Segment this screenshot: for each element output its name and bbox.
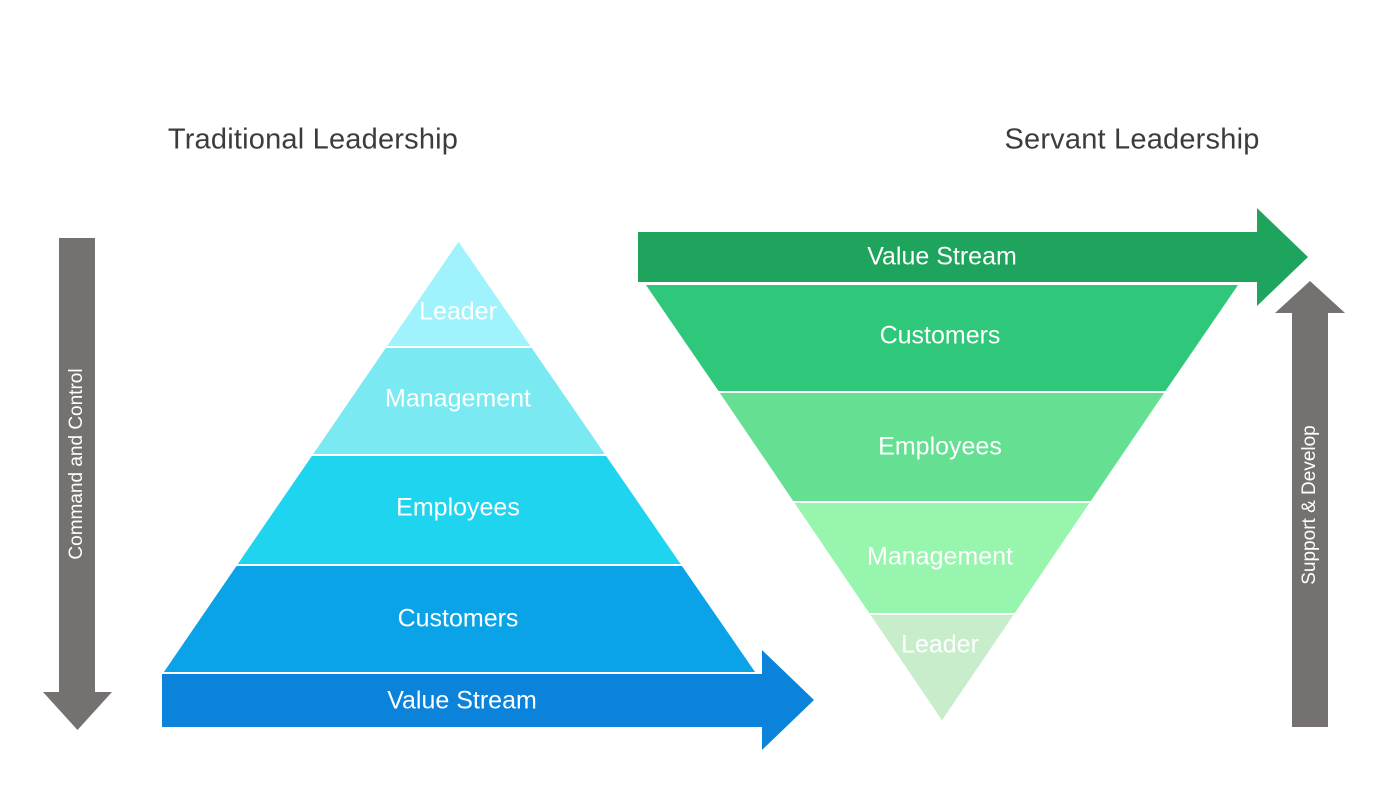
right-title: Servant Leadership [1004,123,1260,156]
right-layer-label-employees: Employees [878,432,1002,461]
support-develop-arrow [1275,281,1345,727]
support-develop-label: Support & Develop [1299,425,1320,585]
left-title: Traditional Leadership [167,123,459,156]
left-value-stream-label: Value Stream [387,686,537,715]
left-layer-label-leader: Leader [419,297,497,326]
right-value-stream-label: Value Stream [867,242,1017,271]
left-layer-label-employees: Employees [396,493,520,522]
left-pyramid-layer-leader [383,238,535,348]
left-layer-label-customers: Customers [397,604,519,633]
right-layer-label-management: Management [867,542,1013,571]
left-layer-label-management: Management [385,384,531,413]
right-layer-label-leader: Leader [901,630,979,659]
right-layer-label-customers: Customers [879,321,1001,350]
value-stream-arrow-right [638,208,1308,306]
right-pyramid-layer-leader [866,613,1018,724]
command-and-control-arrow [43,238,112,730]
value-stream-arrow-left [162,650,814,750]
left-pyramid-layer-customers [160,564,759,674]
command-and-control-label: Command and Control [66,368,87,560]
